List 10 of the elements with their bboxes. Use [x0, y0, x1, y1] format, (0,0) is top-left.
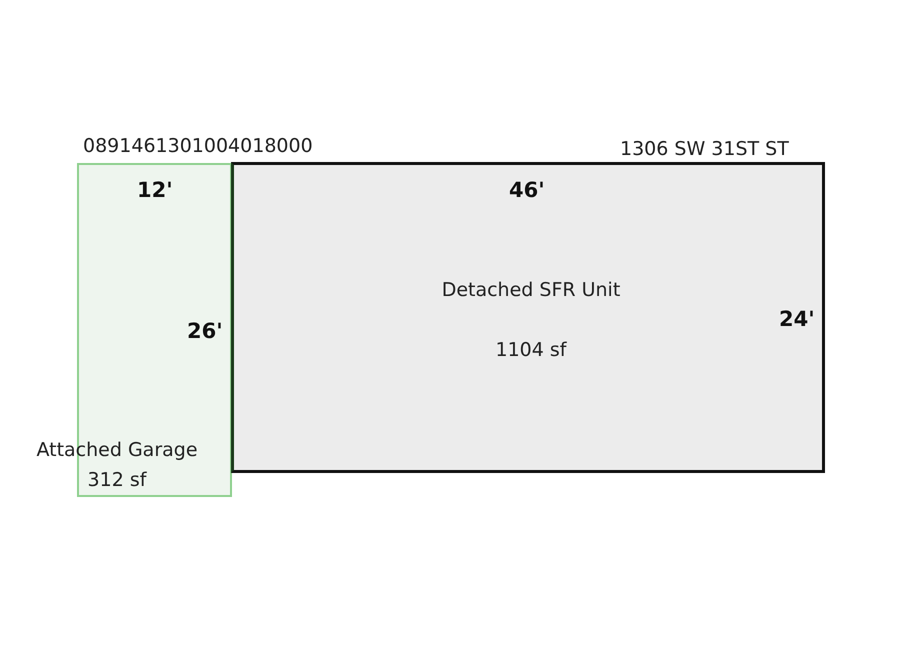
area-label: 1104 sf — [494, 338, 568, 363]
dimension-label: 12' — [137, 178, 173, 202]
dimension-label: 26' — [187, 319, 223, 343]
address-label: 1306 SW 31ST ST — [620, 138, 789, 160]
dimension-label: 46' — [509, 178, 545, 202]
parcel-number: 0891461301004018000 — [83, 135, 313, 157]
dimension-label: 24' — [779, 307, 815, 331]
area-label: Attached Garage 312 sf — [35, 438, 199, 493]
area-label: Detached SFR Unit — [440, 278, 622, 303]
living-area — [231, 162, 825, 473]
